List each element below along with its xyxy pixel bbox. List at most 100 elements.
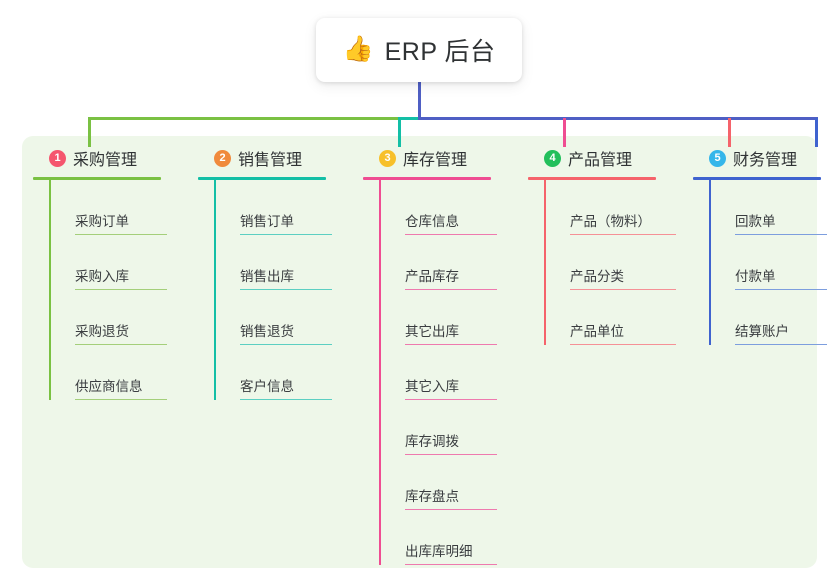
connector-drop-5: [815, 118, 818, 147]
leaf-item-label: 产品库存: [405, 268, 459, 284]
branch-title-3: 库存管理: [403, 152, 468, 169]
leaf-item-label: 产品分类: [570, 268, 624, 284]
leaf-item[interactable]: 产品（物料）: [544, 180, 690, 235]
leaf-item[interactable]: 库存盘点: [379, 455, 513, 510]
leaf-item[interactable]: 其它入库: [379, 345, 513, 400]
branch-number-badge-1: 1: [49, 149, 66, 167]
leaf-item-underline: [570, 288, 676, 290]
branch-underline-2: [198, 177, 326, 180]
leaf-item-label: 产品（物料）: [570, 213, 651, 229]
leaf-item-underline: [240, 288, 332, 290]
connector-drop-2: [398, 118, 401, 147]
leaf-item-label: 仓库信息: [405, 213, 459, 229]
leaf-item[interactable]: 客户信息: [214, 345, 348, 400]
leaf-item[interactable]: 库存调拨: [379, 400, 513, 455]
leaf-item-underline: [75, 343, 167, 345]
leaf-item-underline: [735, 343, 827, 345]
leaf-item-underline: [735, 233, 827, 235]
leaf-item[interactable]: 采购订单: [49, 180, 183, 235]
leaf-item-label: 结算账户: [735, 323, 789, 339]
branch-number-badge-5: 5: [709, 149, 726, 167]
leaf-item-underline: [405, 233, 497, 235]
branch-underline-3: [363, 177, 491, 180]
connector-bar-indigo: [418, 117, 818, 120]
thumbs-up-icon: 👍: [342, 34, 374, 63]
leaf-item-underline: [75, 233, 167, 235]
leaf-item-underline: [405, 508, 497, 510]
connector-drop-4: [728, 118, 731, 147]
leaf-item[interactable]: 产品单位: [544, 290, 690, 345]
leaf-item[interactable]: 产品库存: [379, 235, 513, 290]
branch-title-4: 产品管理: [568, 152, 633, 169]
connector-bar-green: [88, 117, 400, 120]
diagram-panel-background: [22, 136, 817, 568]
leaf-item-label: 付款单: [735, 268, 776, 284]
branch-title-1: 采购管理: [73, 152, 138, 169]
branch-spine-3: [379, 180, 381, 565]
leaf-item[interactable]: 采购退货: [49, 290, 183, 345]
leaf-item[interactable]: 销售出库: [214, 235, 348, 290]
leaf-item-label: 库存盘点: [405, 488, 459, 504]
leaf-item-label: 产品单位: [570, 323, 624, 339]
leaf-item[interactable]: 采购入库: [49, 235, 183, 290]
leaf-item-label: 供应商信息: [75, 378, 143, 394]
leaf-item-underline: [405, 398, 497, 400]
branch-children-2: 销售订单销售出库销售退货客户信息: [198, 180, 348, 400]
leaf-item-underline: [240, 233, 332, 235]
leaf-item[interactable]: 其它出库: [379, 290, 513, 345]
leaf-item-underline: [240, 343, 332, 345]
branch-number-badge-4: 4: [544, 149, 561, 167]
leaf-item-underline: [570, 343, 676, 345]
branch-column-5: 5 财务管理 回款单付款单结算账户: [693, 146, 833, 345]
branch-title-5: 财务管理: [733, 152, 798, 169]
leaf-item-underline: [570, 233, 676, 235]
branch-spine-2: [214, 180, 216, 400]
branch-number-badge-2: 2: [214, 149, 231, 167]
leaf-item-underline: [405, 453, 497, 455]
leaf-item[interactable]: 结算账户: [709, 290, 833, 345]
leaf-item[interactable]: 出库库明细: [379, 510, 513, 565]
branch-header-2[interactable]: 2 销售管理: [198, 146, 348, 170]
leaf-item[interactable]: 销售订单: [214, 180, 348, 235]
leaf-item-underline: [405, 343, 497, 345]
leaf-item[interactable]: 供应商信息: [49, 345, 183, 400]
leaf-item-label: 采购入库: [75, 268, 129, 284]
root-node[interactable]: 👍 ERP 后台: [316, 18, 522, 82]
root-node-title: ERP 后台: [384, 38, 496, 66]
root-connector-stem: [418, 82, 421, 118]
leaf-item-label: 其它出库: [405, 323, 459, 339]
branch-number-badge-3: 3: [379, 149, 396, 167]
leaf-item-underline: [405, 563, 497, 565]
branch-children-1: 采购订单采购入库采购退货供应商信息: [33, 180, 183, 400]
leaf-item-underline: [240, 398, 332, 400]
leaf-item-label: 销售订单: [240, 213, 294, 229]
leaf-item-label: 其它入库: [405, 378, 459, 394]
branch-column-2: 2 销售管理 销售订单销售出库销售退货客户信息: [198, 146, 348, 400]
branch-header-3[interactable]: 3 库存管理: [363, 146, 513, 170]
connector-drop-3: [563, 118, 566, 147]
leaf-item[interactable]: 回款单: [709, 180, 833, 235]
leaf-item[interactable]: 仓库信息: [379, 180, 513, 235]
branch-header-5[interactable]: 5 财务管理: [693, 146, 833, 170]
branch-underline-1: [33, 177, 161, 180]
leaf-item[interactable]: 产品分类: [544, 235, 690, 290]
branch-header-1[interactable]: 1 采购管理: [33, 146, 183, 170]
branch-children-3: 仓库信息产品库存其它出库其它入库库存调拨库存盘点出库库明细: [363, 180, 513, 565]
branch-underline-5: [693, 177, 821, 180]
leaf-item-underline: [75, 288, 167, 290]
leaf-item[interactable]: 销售退货: [214, 290, 348, 345]
branch-header-4[interactable]: 4 产品管理: [528, 146, 690, 170]
leaf-item-underline: [75, 398, 167, 400]
leaf-item[interactable]: 付款单: [709, 235, 833, 290]
branch-children-4: 产品（物料） 产品分类产品单位: [528, 180, 690, 345]
leaf-item-label: 出库库明细: [405, 543, 473, 559]
branch-spine-5: [709, 180, 711, 345]
connector-drop-1: [88, 118, 91, 147]
leaf-item-label: 销售出库: [240, 268, 294, 284]
branch-spine-4: [544, 180, 546, 345]
branch-children-5: 回款单付款单结算账户: [693, 180, 833, 345]
leaf-item-label: 采购订单: [75, 213, 129, 229]
leaf-item-label: 库存调拨: [405, 433, 459, 449]
branch-column-4: 4 产品管理 产品（物料） 产品分类产品单位: [528, 146, 690, 345]
